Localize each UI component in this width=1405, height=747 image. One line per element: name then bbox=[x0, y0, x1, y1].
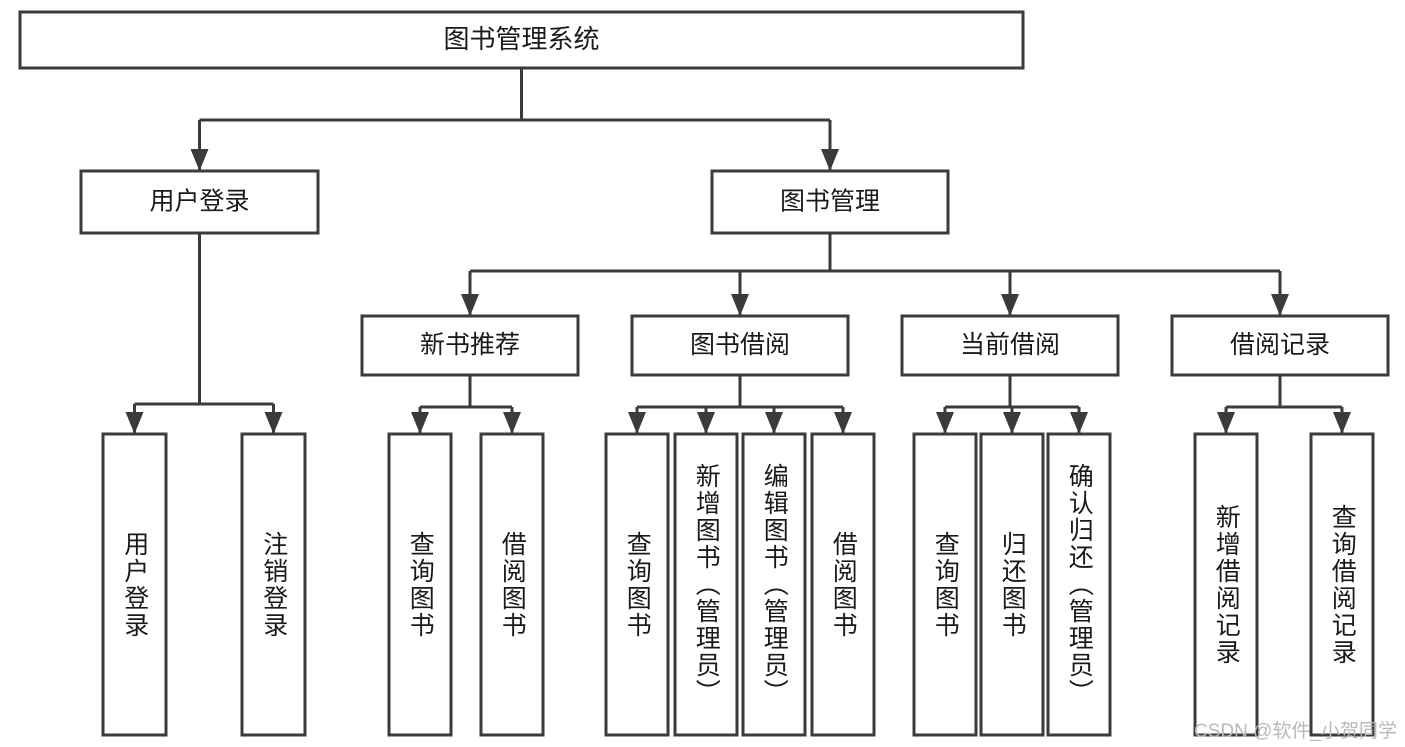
arrow-head-icon-user-login bbox=[190, 149, 209, 171]
arrow-head-icon-new-book-recommend bbox=[461, 294, 479, 316]
node-box-leaf-query-borrow-record[interactable] bbox=[1309, 432, 1375, 737]
node-box-leaf-logout-login[interactable] bbox=[240, 432, 307, 737]
arrow-head-icon-leaf-user-login bbox=[125, 412, 144, 434]
node-box-leaf-query-book-borrow[interactable] bbox=[604, 432, 670, 737]
node-box-book-manage[interactable] bbox=[710, 169, 950, 235]
arrow-head-icon-leaf-add-borrow-record bbox=[1217, 412, 1235, 434]
node-box-current-borrow[interactable] bbox=[900, 314, 1120, 377]
node-box-leaf-user-login[interactable] bbox=[101, 432, 168, 737]
arrow-head-icon-leaf-return-book bbox=[1003, 412, 1021, 434]
node-label-book-manage: 图书管理 bbox=[780, 188, 880, 216]
node-box-leaf-confirm-return-admin[interactable] bbox=[1046, 432, 1112, 737]
node-label-book-borrow: 图书借阅 bbox=[690, 331, 790, 359]
node-box-leaf-query-book-current[interactable] bbox=[912, 432, 978, 737]
node-label-root: 图书管理系统 bbox=[443, 24, 599, 54]
node-box-new-book-recommend[interactable] bbox=[360, 314, 580, 377]
arrow-head-icon-book-borrow bbox=[731, 294, 749, 316]
arrow-head-icon-leaf-confirm-return-admin bbox=[1070, 412, 1088, 434]
node-label-current-borrow: 当前借阅 bbox=[960, 331, 1060, 359]
node-box-borrow-record[interactable] bbox=[1170, 314, 1390, 377]
node-box-leaf-return-book[interactable] bbox=[979, 432, 1045, 737]
node-box-leaf-query-book-recommend[interactable] bbox=[387, 432, 453, 737]
arrow-head-icon-leaf-edit-book-admin bbox=[765, 412, 783, 434]
arrow-head-icon-leaf-add-book-admin bbox=[697, 412, 715, 434]
arrow-head-icon-leaf-query-book-recommend bbox=[411, 412, 429, 434]
arrow-head-icon-leaf-query-book-current bbox=[936, 412, 954, 434]
connectors-layer bbox=[125, 68, 1351, 434]
arrow-head-icon-leaf-logout-login bbox=[264, 412, 283, 434]
node-box-leaf-add-book-admin[interactable] bbox=[673, 432, 739, 737]
arrow-head-icon-current-borrow bbox=[1001, 294, 1019, 316]
node-box-user-login[interactable] bbox=[79, 169, 320, 235]
node-label-borrow-record: 借阅记录 bbox=[1230, 331, 1330, 359]
arrow-head-icon-leaf-query-book-borrow bbox=[628, 412, 646, 434]
arrow-head-icon-book-manage bbox=[821, 149, 839, 171]
arrow-head-icon-leaf-borrow-book-recommend bbox=[503, 412, 521, 434]
node-box-leaf-borrow-book-recommend[interactable] bbox=[479, 432, 545, 737]
arrow-head-icon-leaf-borrow-book bbox=[834, 412, 852, 434]
boxes-layer bbox=[18, 10, 1390, 737]
arrow-head-icon-leaf-query-borrow-record bbox=[1333, 412, 1351, 434]
node-box-root[interactable] bbox=[18, 10, 1025, 70]
node-box-book-borrow[interactable] bbox=[630, 314, 850, 377]
watermark-text: CSDN @软件_小贺同学 bbox=[1194, 721, 1397, 742]
node-label-user-login: 用户登录 bbox=[149, 188, 249, 216]
node-box-leaf-edit-book-admin[interactable] bbox=[741, 432, 807, 737]
node-box-leaf-add-borrow-record[interactable] bbox=[1193, 432, 1259, 737]
arrow-head-icon-borrow-record bbox=[1271, 294, 1289, 316]
node-box-leaf-borrow-book[interactable] bbox=[810, 432, 876, 737]
node-label-new-book-recommend: 新书推荐 bbox=[420, 331, 520, 359]
